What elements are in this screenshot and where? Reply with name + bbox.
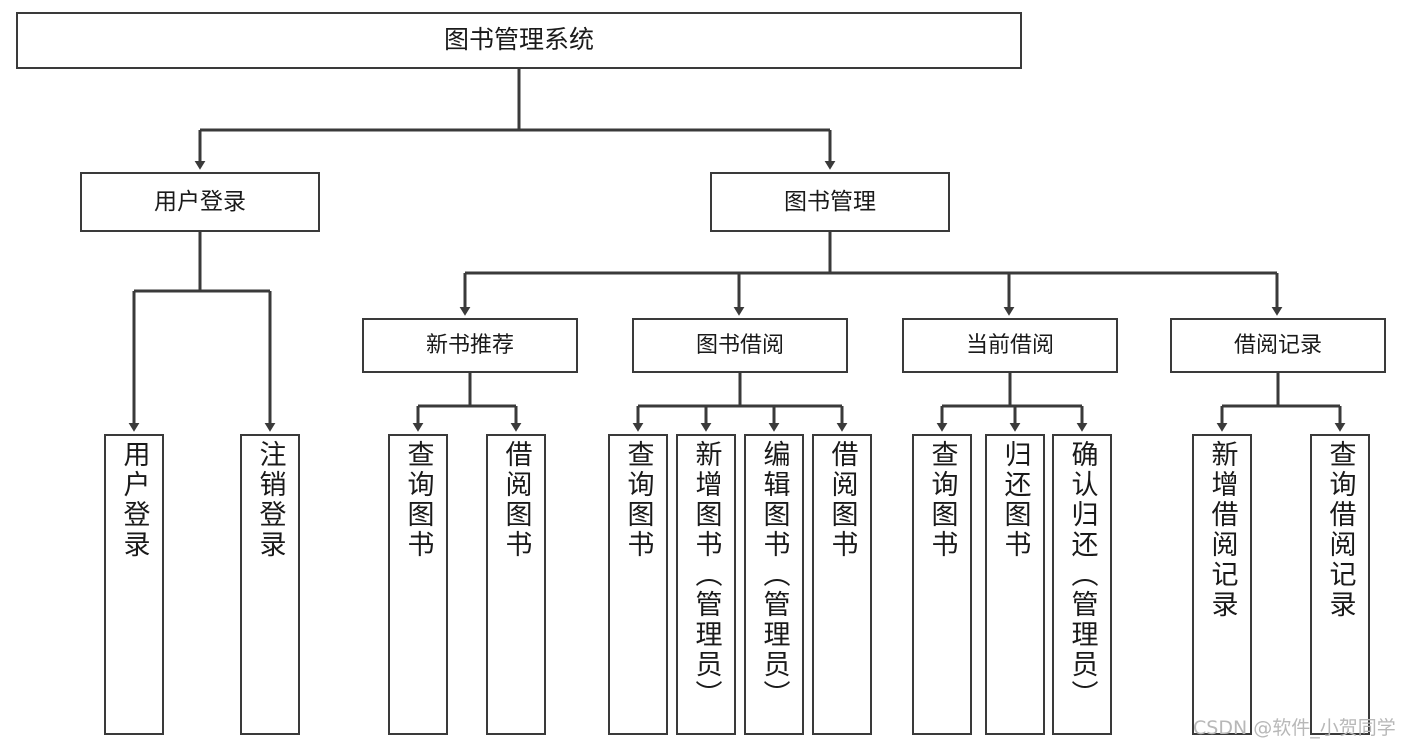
node-borrow-record-label: 借阅记录	[1233, 332, 1322, 358]
node-book-borrow[interactable]: 图书借阅	[632, 318, 848, 373]
leaf-node[interactable]: 查询借阅记录	[1310, 434, 1370, 735]
leaf-node[interactable]: 查询图书	[912, 434, 972, 735]
node-book-management[interactable]: 图书管理	[710, 172, 950, 232]
node-root-label: 图书管理系统	[443, 25, 594, 55]
leaf-node-label: 查询借阅记录	[1324, 440, 1356, 620]
leaf-node-label: 用户登录	[118, 440, 150, 560]
leaf-node-label: 新增图书（管理员）	[690, 440, 722, 710]
leaf-node[interactable]: 借阅图书	[812, 434, 872, 735]
leaf-node-label: 编辑图书（管理员）	[758, 440, 790, 710]
node-user-login[interactable]: 用户登录	[80, 172, 320, 232]
node-current-borrow[interactable]: 当前借阅	[902, 318, 1118, 373]
leaf-node-label: 查询图书	[926, 440, 958, 560]
node-current-borrow-label: 当前借阅	[965, 332, 1054, 358]
node-book-management-label: 图书管理	[784, 188, 876, 215]
node-root[interactable]: 图书管理系统	[16, 12, 1022, 69]
node-book-borrow-label: 图书借阅	[695, 332, 784, 358]
leaf-node[interactable]: 注销登录	[240, 434, 300, 735]
leaf-node[interactable]: 查询图书	[388, 434, 448, 735]
leaf-node[interactable]: 编辑图书（管理员）	[744, 434, 804, 735]
leaf-node[interactable]: 归还图书	[985, 434, 1045, 735]
leaf-node[interactable]: 借阅图书	[486, 434, 546, 735]
leaf-node-label: 归还图书	[999, 440, 1031, 560]
leaf-node[interactable]: 查询图书	[608, 434, 668, 735]
leaf-node[interactable]: 新增图书（管理员）	[676, 434, 736, 735]
leaf-node-label: 借阅图书	[826, 440, 858, 560]
leaf-node[interactable]: 新增借阅记录	[1192, 434, 1252, 735]
leaf-node-label: 借阅图书	[500, 440, 532, 560]
leaf-node[interactable]: 确认归还（管理员）	[1052, 434, 1112, 735]
node-borrow-record[interactable]: 借阅记录	[1170, 318, 1386, 373]
node-user-login-label: 用户登录	[154, 188, 246, 215]
node-new-book-recommend[interactable]: 新书推荐	[362, 318, 578, 373]
leaf-node-label: 确认归还（管理员）	[1066, 440, 1098, 710]
leaf-node-label: 查询图书	[402, 440, 434, 560]
node-new-book-recommend-label: 新书推荐	[425, 332, 514, 358]
leaf-node-label: 注销登录	[254, 440, 286, 560]
csdn-watermark: CSDN @软件_小贺同学	[1193, 717, 1396, 739]
leaf-node-label: 查询图书	[622, 440, 654, 560]
leaf-node-label: 新增借阅记录	[1206, 440, 1238, 620]
leaf-node[interactable]: 用户登录	[104, 434, 164, 735]
